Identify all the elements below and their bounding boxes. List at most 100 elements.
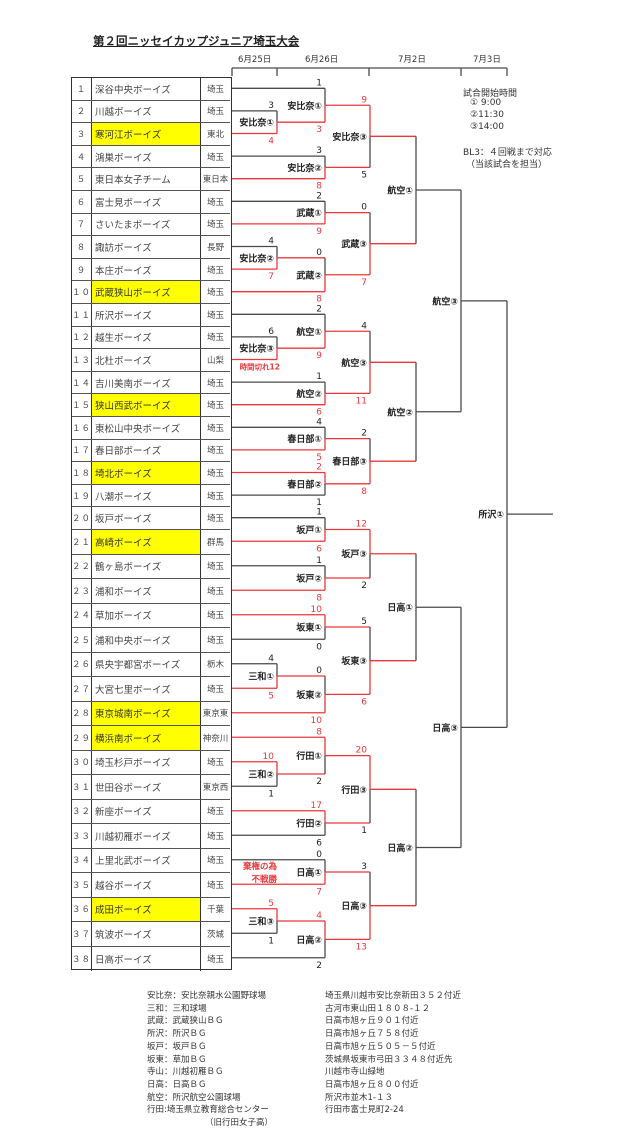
team-name: 埼北ボーイズ (92, 462, 201, 484)
team-name: 八潮ボーイズ (92, 484, 201, 507)
team-name: 武蔵狭山ボーイズ (92, 281, 201, 303)
venue-name: 坂戸：坂戸ＢＧ (147, 1041, 207, 1052)
team-name: 坂戸ボーイズ (92, 507, 201, 529)
team-name: 浦和中央ボーイズ (92, 628, 201, 652)
venue-address: 埼玉県川越市安比奈新田３５２付近 (325, 991, 462, 1001)
schedule-time-2: ②11:30 (470, 110, 505, 120)
page-title: 第２回ニッセイカップジュニア埼玉大会 (93, 34, 300, 48)
match-label: 安比奈③ (239, 343, 274, 355)
team-region: 埼玉 (206, 491, 224, 502)
team-name: 高崎ボーイズ (92, 530, 201, 554)
match-score-bottom: 8 (316, 295, 322, 305)
venue-name: 所沢：所沢ＢＧ (147, 1029, 207, 1040)
venue-address: 古河市東山田１８０８-１２ (325, 1003, 431, 1014)
match-label: 安比奈① (287, 100, 322, 112)
team-name: 東京城南ボーイズ (92, 701, 201, 725)
match-score-top: 17 (311, 801, 322, 811)
team-region: 埼玉 (206, 220, 224, 231)
match-label: 所沢① (478, 509, 504, 521)
match-label: 日高② (296, 934, 322, 946)
venue-name: 武蔵：武蔵狭山ＢＧ (147, 1016, 224, 1027)
team-region: 埼玉 (206, 880, 224, 891)
team-name: さいたまボーイズ (92, 213, 201, 236)
match-score-top: 9 (361, 95, 367, 105)
team-name: 草加ボーイズ (92, 603, 201, 627)
match-score-bottom: 8 (361, 487, 367, 497)
team-region: 埼玉 (206, 758, 224, 769)
team-region: 神奈川 (202, 733, 229, 744)
team-name: 本庄ボーイズ (92, 258, 201, 281)
match-score-bottom: 5 (361, 170, 367, 180)
team-number: ３２ (72, 799, 92, 823)
match-score-top: 4 (316, 417, 322, 427)
match-label: 春日部① (286, 433, 322, 445)
team-region: 埼玉 (206, 265, 224, 276)
venue-name: 安比奈：安比奈親水公園野球場 (147, 991, 267, 1001)
match-score-bottom: 0 (316, 642, 322, 652)
team-name: 春日部ボーイズ (92, 439, 201, 462)
team-region: 埼玉 (206, 586, 224, 597)
match-score-top: 1 (316, 556, 322, 566)
match-label: 航空③ (341, 357, 367, 369)
team-region: 埼玉 (206, 310, 224, 321)
match-score-bottom: 6 (361, 697, 367, 707)
date-round1: 6月25日 (238, 55, 272, 65)
match-score-bottom: 7 (316, 887, 322, 897)
venue-address: 行田市富士見町2-24 (325, 1105, 404, 1116)
tournament-bracket: 安比奈①34安比奈②47安比奈③6時間切れ12三和①45三和②101三和③51安… (231, 67, 553, 971)
match-score-bottom: 6 (316, 838, 322, 848)
team-number: ３８ (72, 946, 92, 971)
match-label: 安比奈③ (332, 131, 367, 143)
team-region: 茨城 (206, 929, 224, 940)
team-region: 埼玉 (206, 684, 224, 695)
match-score-top: 5 (268, 899, 274, 909)
match-score-top: 0 (316, 850, 322, 860)
team-number: １３ (72, 349, 92, 371)
match-label: 航空② (296, 388, 322, 400)
team-name: 筑波ボーイズ (92, 922, 201, 946)
match-score-bottom: 9 (316, 351, 322, 361)
match-score-top: 0 (361, 203, 367, 213)
match-label: 航空③ (432, 295, 458, 307)
date-round2: 6月26日 (305, 55, 339, 65)
match-label: 坂東② (296, 689, 322, 701)
team-region: 埼玉 (206, 333, 224, 344)
team-number: １６ (72, 417, 92, 439)
match-label: 日高② (387, 842, 413, 854)
match-label: 三和③ (248, 916, 274, 928)
team-region: 東北 (206, 129, 224, 140)
team-number: ２８ (72, 701, 92, 725)
team-region: 千葉 (206, 905, 224, 916)
team-name: 埼玉杉戸ボーイズ (92, 750, 201, 774)
team-number: １８ (72, 462, 92, 484)
team-number: ２９ (72, 726, 92, 750)
team-name: 越生ボーイズ (92, 326, 201, 349)
match-score-top: 10 (263, 752, 275, 762)
date-final: 7月3日 (473, 55, 501, 65)
team-number: ２４ (72, 603, 92, 627)
team-region: 東京東 (202, 709, 229, 720)
match-score-top: 4 (316, 911, 322, 921)
venue-address: 日高市旭ヶ丘７５８付近 (325, 1029, 419, 1040)
match-label: 安比奈② (287, 162, 322, 174)
team-region: 埼玉 (206, 446, 224, 457)
venue-address: 日高市旭ヶ丘８００付近 (325, 1079, 419, 1090)
match-score-bottom: 9 (316, 227, 322, 237)
team-region: 埼玉 (206, 423, 224, 434)
match-score-bottom: 11 (356, 396, 367, 406)
match-label: 航空① (296, 326, 322, 338)
match-score-top: 1 (316, 372, 322, 382)
team-number: ２７ (72, 677, 92, 701)
team-number: １ (72, 78, 92, 100)
